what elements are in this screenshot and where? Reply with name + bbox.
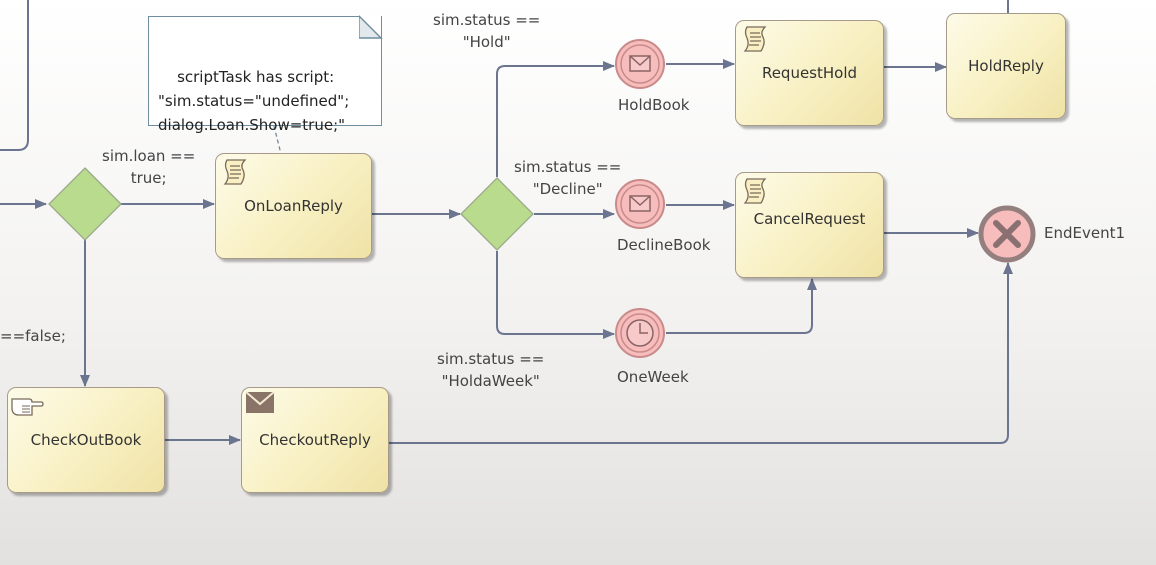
task-checkoutbook-label: CheckOutBook [30,431,142,449]
task-holdreply[interactable]: HoldReply [946,13,1066,119]
note-fold-corner [359,15,383,39]
script-icon [223,159,247,185]
task-checkoutreply-label: CheckoutReply [259,431,371,449]
event-declinebook-envelope-icon[interactable] [614,178,668,232]
label-holdbook: HoldBook [618,96,690,114]
task-requesthold-label: RequestHold [761,64,858,82]
script-icon [743,178,767,204]
note-association [273,125,282,155]
pool-boundary-line [0,0,29,151]
task-checkoutreply[interactable]: CheckoutReply [241,387,389,493]
task-onloanreply[interactable]: OnLoanReply [215,153,372,259]
condition-status-hold: sim.status == "Hold" [433,11,541,51]
flow-checkoutreply-to-endevent1 [389,262,1013,444]
envelope-icon [245,391,275,413]
event-holdbook-envelope-icon[interactable] [614,38,668,92]
task-onloanreply-label: OnLoanReply [244,197,343,215]
exclusive-gateway-loan[interactable] [47,167,123,243]
script-note[interactable]: scriptTask has script: "sim.status="unde… [148,15,383,134]
task-requesthold[interactable]: RequestHold [735,20,884,126]
script-icon [743,26,767,52]
exclusive-gateway-status[interactable] [460,177,536,253]
condition-status-holdaweek: sim.status == "HoldaWeek" [437,350,545,390]
task-cancelrequest[interactable]: CancelRequest [735,172,884,278]
condition-loan-false: ==false; [0,327,66,345]
label-oneweek: OneWeek [617,368,689,386]
condition-loan-true: sim.loan == true; [102,147,196,187]
flow-oneweek-to-cancelrequest [666,278,817,334]
flow-gateway2-to-holdbook [496,61,615,177]
script-note-text: scriptTask has script: "sim.status="unde… [158,68,350,134]
label-declinebook: DeclineBook [617,236,711,254]
hand-icon [11,398,44,416]
end-event-cancel-icon[interactable] [977,205,1037,265]
task-holdreply-label: HoldReply [968,57,1044,75]
label-endevent1: EndEvent1 [1044,224,1126,242]
task-checkoutbook[interactable]: CheckOutBook [7,387,165,493]
condition-status-decline: sim.status == "Decline" [514,158,622,198]
event-oneweek-clock-icon[interactable] [614,307,668,361]
task-cancelrequest-label: CancelRequest [753,210,866,228]
flow-gateway2-to-oneweek [496,251,615,339]
